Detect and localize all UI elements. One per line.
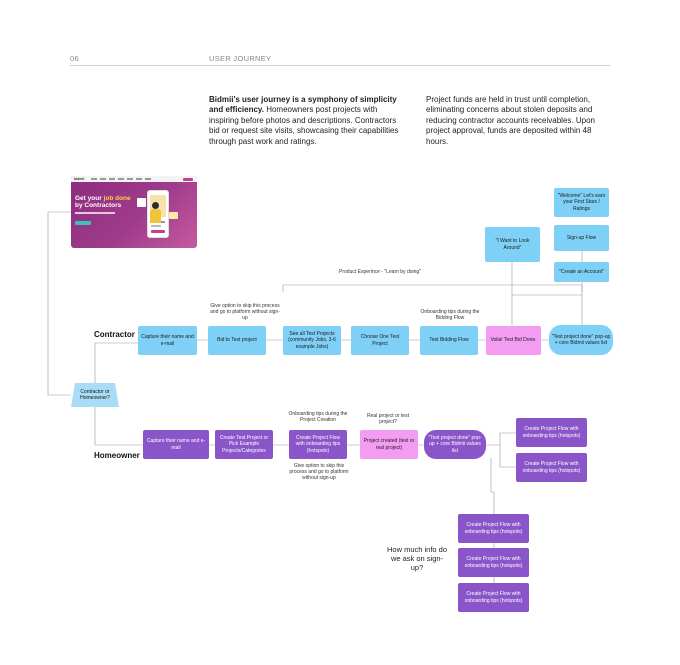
mockup-headline-1: Get your [75,195,104,202]
lane-label-homeowner: Homeowner [94,451,140,460]
homeowner-right-flow[interactable]: Create Project Flow with onboarding tips… [516,453,587,482]
page-number: 06 [70,54,79,63]
intro-left: Bidmii's user journey is a symphony of s… [209,95,399,147]
header-divider [70,65,610,66]
decision-label: Contractor or Homeowner? [80,389,110,401]
contractor-step[interactable]: Voila! Test Bid Done. [486,326,541,355]
note-skip-contractor: Give option to skip this process and go … [210,303,280,321]
lane-label-contractor: Contractor [94,330,135,339]
contractor-step[interactable]: See all Test Projects (community Jobs, 3… [283,326,341,355]
signup-question: How much info do we ask on sign-up? [386,545,448,572]
mockup-headline: Get your job done by Contractors [75,195,131,209]
phone-line [151,225,161,227]
mockup-person-body [150,209,161,223]
decision-node: Contractor or Homeowner? [71,383,119,407]
mockup-headline-2: by Contractors [75,202,122,210]
contractor-step[interactable]: Test Bidding Flow [420,326,478,355]
branch-look-around[interactable]: "I Want to Look Around" [485,227,540,262]
contractor-step[interactable]: "Test project done" pop-up + core Bidmii… [549,325,613,355]
mockup-card [137,198,146,207]
contractor-step[interactable]: Capture their name and e-mail [138,326,197,355]
mockup-nav-button [183,177,193,181]
note-real-or-test: Real project or test project? [367,413,409,425]
branch-create-account[interactable]: "Create an Account" [554,262,609,282]
mockup-logo: bidmii [74,177,85,181]
homeowner-lower-flow[interactable]: Create Project Flow with onboarding tips… [458,583,529,612]
homeowner-step[interactable]: Project created (test or real project) [360,430,418,459]
intro-left-bold: Bidmii's user journey is a symphony of s… [209,95,397,115]
note-skip-homeowner: Give option to skip this process and go … [289,463,349,481]
note-onboarding-contractor: Onboarding tips during the Bidding Flow [420,309,480,321]
contractor-step[interactable]: Bid to Test project [208,326,266,355]
mockup-person-head [152,202,159,209]
bidmii-landing-mockup: bidmii Get your job done by Contractors [71,176,197,248]
mockup-card [169,212,178,219]
branch-welcome[interactable]: "Welcome" Let's earn your First Stars / … [554,188,609,217]
mockup-headline-accent: job done [103,195,131,202]
homeowner-right-flow[interactable]: Create Project Flow with onboarding tips… [516,418,587,447]
note-onboarding-homeowner: Onboarding tips during the Project Creat… [288,411,348,423]
contractor-step[interactable]: Choose One Test Project [351,326,409,355]
homeowner-step[interactable]: "Test project done" pop-up + core Bidmii… [424,430,486,459]
mockup-cta [75,221,91,225]
intro-left-rest: Homeowners post projects with inspiring … [209,105,399,146]
intro-right: Project funds are held in trust until co… [426,95,595,146]
decision-shape [71,383,119,407]
section-title: USER JOURNEY [209,54,272,63]
homeowner-step[interactable]: Create Test Project or Pick Example Proj… [215,430,273,459]
homeowner-step[interactable]: Create Project Flow with onboarding tips… [289,430,347,459]
group-label: Product Experince - "Learn by doing" [339,269,421,275]
homeowner-lower-flow[interactable]: Create Project Flow with onboarding tips… [458,514,529,543]
mockup-subtitle [75,212,115,214]
branch-signup-flow[interactable]: Sign-up Flow [554,225,609,251]
mockup-nav-links [91,178,151,180]
phone-button [151,230,165,233]
homeowner-step[interactable]: Capture their name and e-mail [143,430,209,459]
homeowner-lower-flow[interactable]: Create Project Flow with onboarding tips… [458,548,529,577]
